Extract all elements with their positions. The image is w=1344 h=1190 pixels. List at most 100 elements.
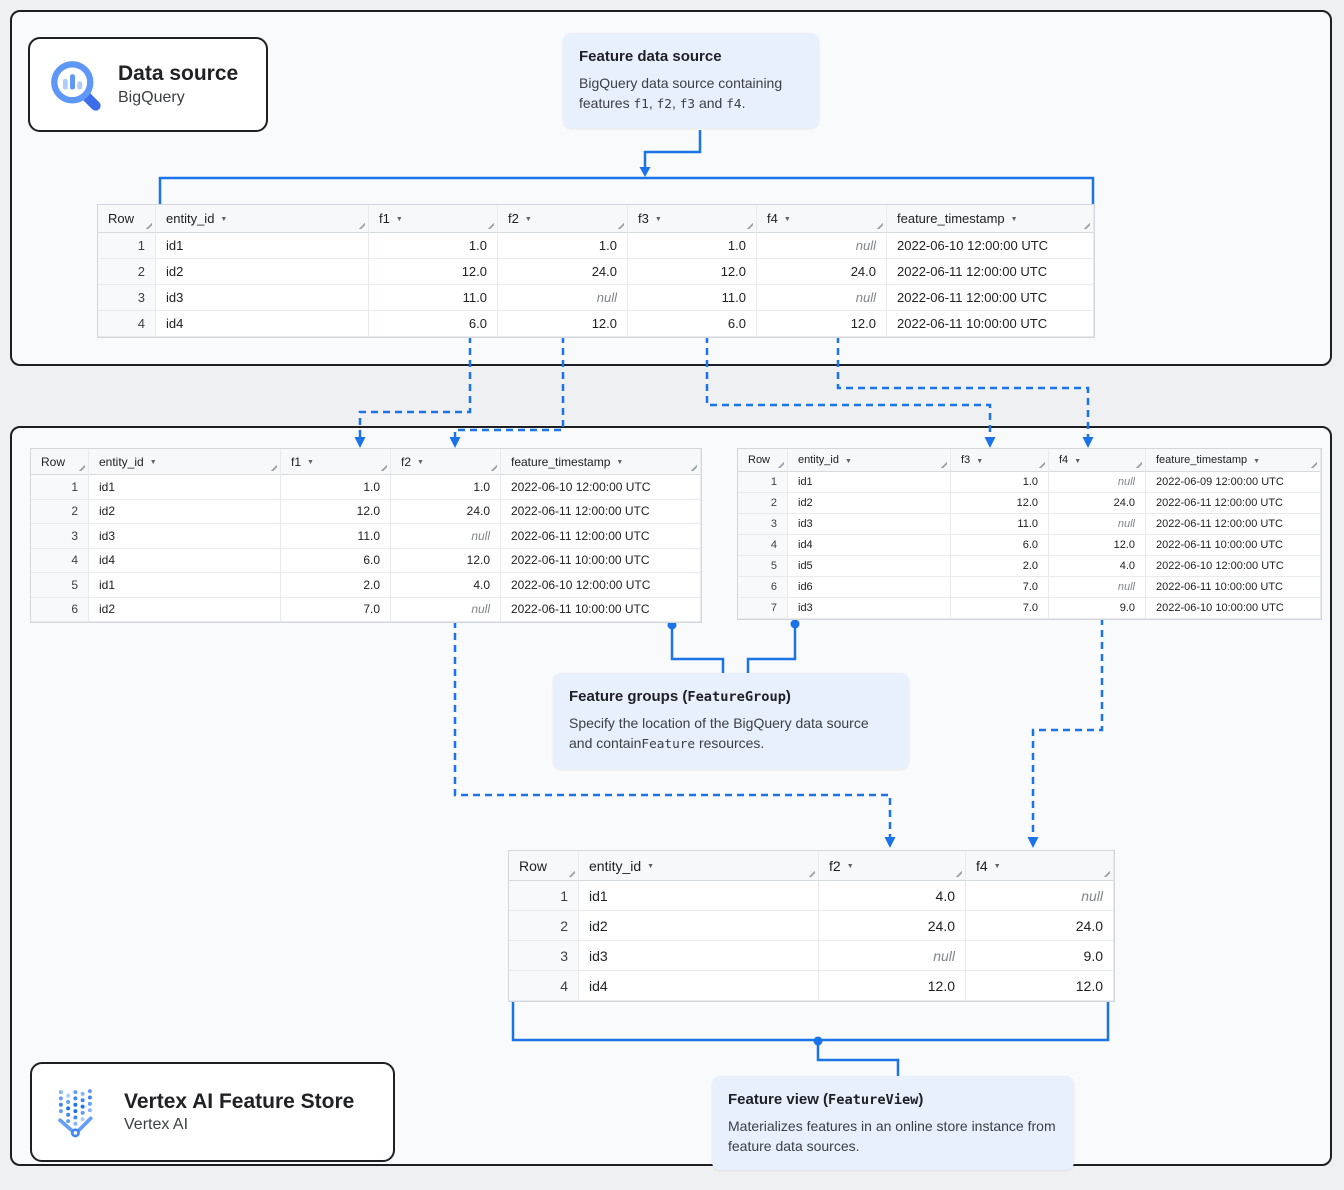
- column-label: feature_timestamp: [897, 211, 1005, 226]
- data-cell: 2022-06-10 10:00:00 UTC: [1146, 598, 1321, 619]
- column-resize-grip[interactable]: [615, 220, 624, 229]
- data-cell: 2022-06-11 10:00:00 UTC: [501, 548, 701, 573]
- data-cell: 2.0: [281, 573, 391, 598]
- column-header-entity_id[interactable]: entity_id▼: [579, 851, 819, 881]
- column-menu-icon[interactable]: ▼: [654, 216, 662, 223]
- data-cell: null: [1049, 514, 1146, 535]
- data-cell: 2022-06-11 10:00:00 UTC: [1146, 535, 1321, 556]
- column-resize-grip[interactable]: [1308, 459, 1317, 468]
- column-resize-grip[interactable]: [1036, 459, 1045, 468]
- column-resize-grip[interactable]: [1081, 220, 1090, 229]
- column-menu-icon[interactable]: ▼: [417, 459, 424, 466]
- column-header-f3[interactable]: f3 ▼: [628, 205, 757, 233]
- data-cell: id2: [788, 493, 951, 514]
- column-resize-grip[interactable]: [488, 462, 497, 471]
- data-cell: 7.0: [951, 577, 1049, 598]
- data-cell: null: [1049, 472, 1146, 493]
- data-cell: 12.0: [966, 971, 1114, 1001]
- column-header-f2[interactable]: f2 ▼: [391, 449, 501, 475]
- column-resize-grip[interactable]: [143, 220, 152, 229]
- data-cell: 12.0: [819, 971, 966, 1001]
- column-menu-icon[interactable]: ▼: [220, 216, 228, 223]
- feature-data-source-callout: Feature data source BigQuery data source…: [563, 33, 819, 129]
- text: Materializes features in an online store…: [728, 1117, 1056, 1155]
- column-menu-icon[interactable]: ▼: [1010, 216, 1018, 223]
- column-resize-grip[interactable]: [688, 462, 697, 471]
- column-menu-icon[interactable]: ▼: [149, 459, 157, 466]
- column-resize-grip[interactable]: [775, 459, 784, 468]
- column-resize-grip[interactable]: [76, 462, 85, 471]
- column-label: f1: [291, 454, 302, 469]
- data-cell: 1.0: [498, 233, 628, 259]
- code-text: Feature: [641, 737, 696, 753]
- column-menu-icon[interactable]: ▼: [976, 457, 984, 465]
- data-cell: 2022-06-11 12:00:00 UTC: [1146, 514, 1321, 535]
- data-cell: 11.0: [628, 285, 757, 311]
- column-header-feature_timestamp[interactable]: feature_timestamp▼: [501, 449, 701, 475]
- data-cell: id2: [156, 259, 369, 285]
- data-cell: id6: [788, 577, 951, 598]
- column-header-f4[interactable]: f4 ▼: [966, 851, 1114, 881]
- data-cell: 4.0: [1049, 556, 1146, 577]
- column-resize-grip[interactable]: [378, 462, 387, 471]
- column-menu-icon[interactable]: ▼: [846, 863, 854, 870]
- column-header-f1[interactable]: f1 ▼: [281, 449, 391, 475]
- column-resize-grip[interactable]: [268, 462, 277, 471]
- column-header-f4[interactable]: f4▼: [757, 205, 887, 233]
- data-cell: 4.0: [819, 881, 966, 911]
- column-header-entity_id[interactable]: entity_id▼: [89, 449, 281, 475]
- column-menu-icon[interactable]: ▼: [1253, 457, 1261, 465]
- column-label: f2: [401, 454, 412, 469]
- row-number-cell: 6: [738, 577, 788, 598]
- column-menu-icon[interactable]: ▼: [844, 457, 852, 465]
- column-header-f4[interactable]: f4▼: [1049, 449, 1146, 472]
- column-resize-grip[interactable]: [938, 459, 947, 468]
- column-resize-grip[interactable]: [744, 220, 753, 229]
- column-label: entity_id: [166, 211, 215, 226]
- column-resize-grip[interactable]: [806, 868, 815, 877]
- column-label: f2: [508, 211, 519, 226]
- data-cell: null: [966, 881, 1114, 911]
- data-cell: id1: [89, 573, 281, 598]
- column-header-f2[interactable]: f2 ▼: [498, 205, 628, 233]
- data-cell: null: [391, 524, 501, 549]
- column-label: f2: [829, 857, 841, 874]
- column-resize-grip[interactable]: [953, 868, 962, 877]
- data-cell: 2022-06-10 12:00:00 UTC: [1146, 556, 1321, 577]
- text: Feature data source: [579, 48, 722, 65]
- column-resize-grip[interactable]: [566, 868, 575, 877]
- row-number-cell: 1: [31, 475, 89, 500]
- column-resize-grip[interactable]: [1133, 459, 1142, 468]
- column-label: f4: [976, 857, 988, 874]
- row-number-cell: 4: [31, 548, 89, 573]
- column-header-f2[interactable]: f2 ▼: [819, 851, 966, 881]
- data-cell: 11.0: [951, 514, 1049, 535]
- data-cell: 2022-06-11 10:00:00 UTC: [887, 311, 1094, 337]
- text: ): [785, 688, 791, 705]
- column-header-feature_timestamp[interactable]: feature_timestamp ▼: [887, 205, 1094, 233]
- data-cell: id4: [89, 548, 281, 573]
- data-cell: 24.0: [1049, 493, 1146, 514]
- column-resize-grip[interactable]: [1101, 868, 1110, 877]
- column-menu-icon[interactable]: ▼: [395, 216, 403, 223]
- column-menu-icon[interactable]: ▼: [524, 216, 532, 223]
- text: Feature groups (: [569, 688, 688, 705]
- column-resize-grip[interactable]: [356, 220, 365, 229]
- column-menu-icon[interactable]: ▼: [647, 863, 655, 870]
- column-menu-icon[interactable]: ▼: [616, 459, 624, 466]
- column-header-f3[interactable]: f3▼: [951, 449, 1049, 472]
- column-menu-icon[interactable]: ▼: [307, 459, 314, 466]
- column-resize-grip[interactable]: [485, 220, 494, 229]
- column-label: f3: [638, 211, 649, 226]
- row-number-cell: 3: [738, 514, 788, 535]
- column-menu-icon[interactable]: ▼: [993, 863, 1001, 870]
- column-header-f1[interactable]: f1▼: [369, 205, 498, 233]
- column-resize-grip[interactable]: [874, 220, 883, 229]
- column-menu-icon[interactable]: ▼: [783, 216, 791, 223]
- column-header-feature_timestamp[interactable]: feature_timestamp▼: [1146, 449, 1321, 472]
- row-number-cell: 4: [98, 311, 156, 337]
- column-header-entity_id[interactable]: entity_id ▼: [156, 205, 369, 233]
- column-menu-icon[interactable]: ▼: [1074, 457, 1082, 465]
- column-header-entity_id[interactable]: entity_id▼: [788, 449, 951, 472]
